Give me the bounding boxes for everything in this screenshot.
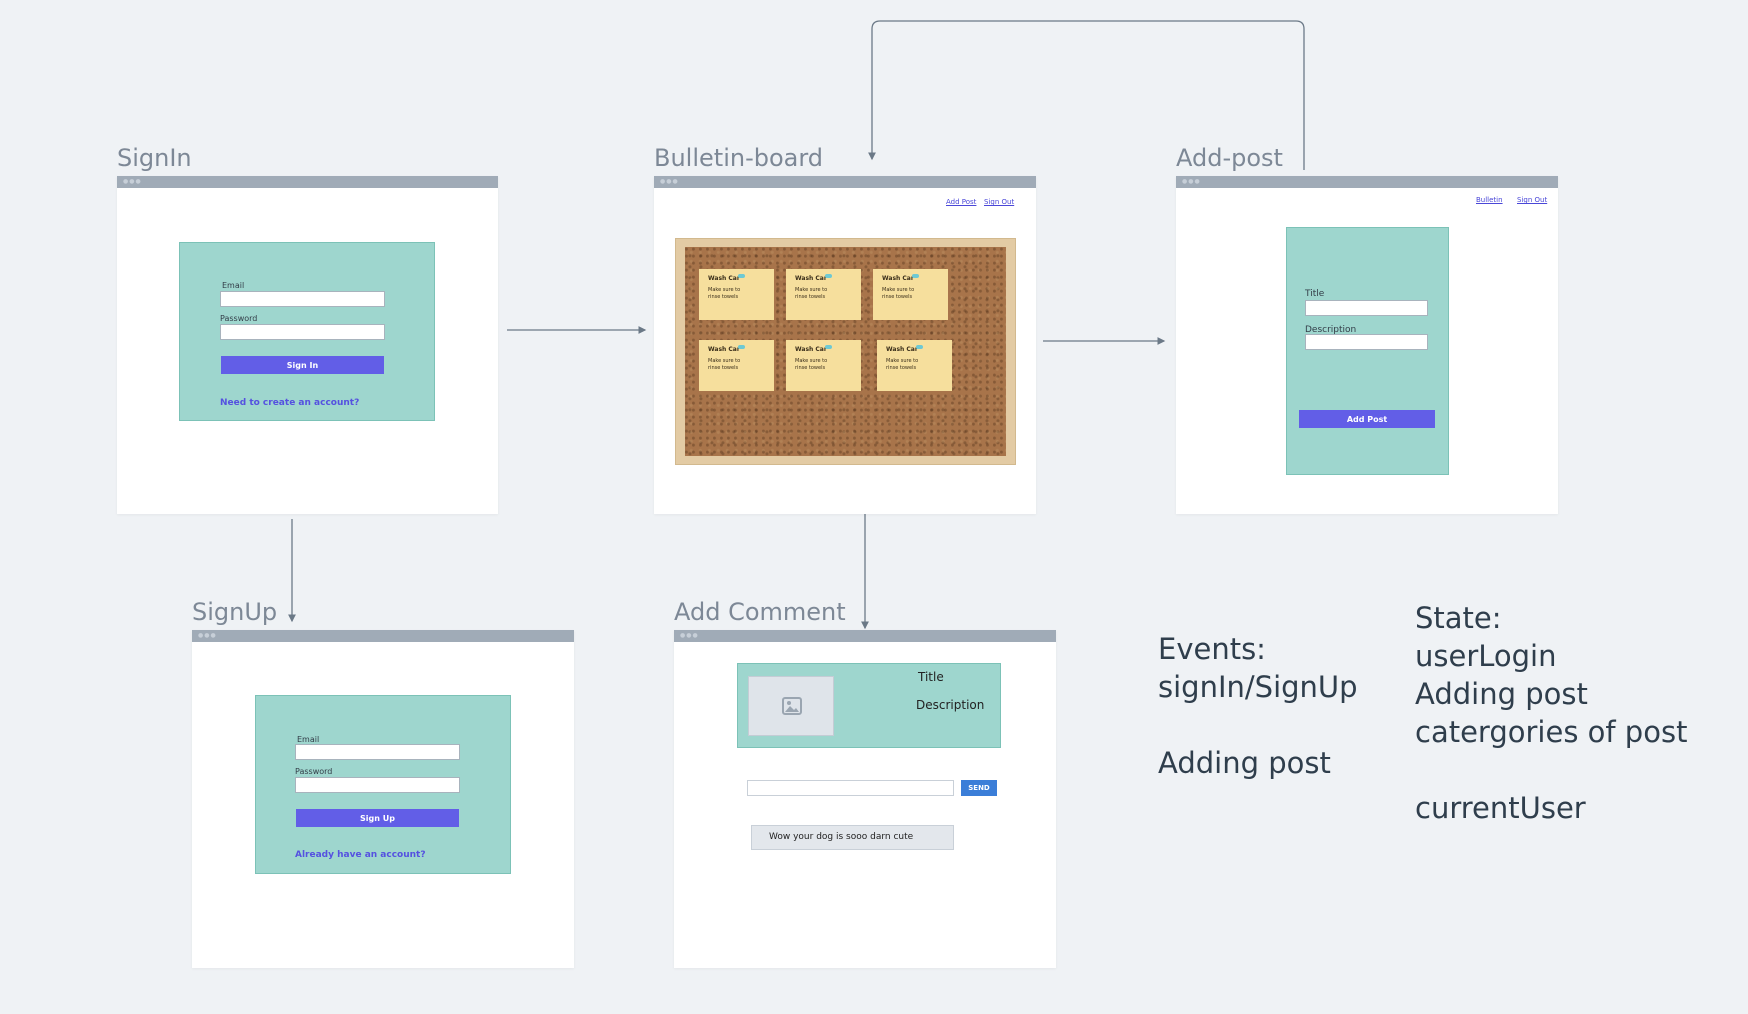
description-label: Description [1305, 325, 1357, 335]
email-label: Email [297, 735, 320, 744]
note-title: Wash Car [795, 275, 827, 282]
window-bar: ●●● [674, 630, 1056, 642]
note-title: Wash Car [882, 275, 914, 282]
nav-sign-out-link[interactable]: Sign Out [984, 198, 1015, 206]
arrow-addpost-to-bulletin [868, 20, 1305, 170]
note-body: Make sure to rinse towels [795, 287, 828, 300]
cork-surface: Wash Car Make sure to rinse towels Wash … [685, 247, 1006, 456]
pin-icon [738, 345, 745, 349]
pin-icon [825, 274, 832, 278]
pin-icon [912, 274, 919, 278]
description-field[interactable] [1305, 334, 1428, 350]
signup-button[interactable]: Sign Up [296, 809, 459, 827]
email-field[interactable] [295, 744, 460, 760]
note-title: Wash Car [708, 275, 740, 282]
state-note: State: userLogin Adding post catergories… [1415, 601, 1688, 825]
nav-bulletin-link[interactable]: Bulletin [1476, 196, 1503, 204]
password-label: Password [220, 314, 258, 323]
window-dots-icon: ●●● [198, 632, 217, 639]
sticky-note[interactable]: Wash Car Make sure to rinse towels [873, 269, 948, 320]
pin-icon [825, 345, 832, 349]
comment-item: Wow your dog is sooo darn cute [751, 825, 954, 850]
sticky-note[interactable]: Wash Car Make sure to rinse towels [699, 340, 774, 391]
note-title: Wash Car [708, 346, 740, 353]
note-body: Make sure to rinse towels [708, 358, 741, 371]
nav-sign-out-link[interactable]: Sign Out [1517, 196, 1548, 204]
window-dots-icon: ●●● [1182, 178, 1201, 185]
sticky-note[interactable]: Wash Car Make sure to rinse towels [877, 340, 952, 391]
frame-title-signup: SignUp [192, 598, 278, 626]
post-title: Title [918, 670, 944, 684]
image-placeholder [748, 676, 834, 736]
email-field[interactable] [220, 291, 385, 307]
frame-title-bulletin: Bulletin-board [654, 144, 824, 172]
frame-title-signin: SignIn [117, 144, 192, 172]
send-button[interactable]: SEND [961, 780, 997, 796]
signin-panel: Email Password Sign In Need to create an… [179, 242, 435, 421]
sticky-note[interactable]: Wash Car Make sure to rinse towels [786, 340, 861, 391]
note-title: Wash Car [795, 346, 827, 353]
signin-frame: ●●● Email Password Sign In Need to creat… [117, 176, 498, 514]
window-dots-icon: ●●● [660, 178, 679, 185]
post-description: Description [916, 698, 985, 712]
password-field[interactable] [220, 324, 385, 340]
window-dots-icon: ●●● [123, 178, 142, 185]
window-bar: ●●● [1176, 176, 1558, 188]
frame-title-add-comment: Add Comment [674, 598, 846, 626]
title-field[interactable] [1305, 300, 1428, 316]
add-post-panel: Title Description Add Post [1286, 227, 1449, 475]
email-label: Email [222, 281, 245, 290]
title-label: Title [1305, 289, 1325, 299]
password-field[interactable] [295, 777, 460, 793]
post-card: Title Description [737, 663, 1001, 748]
note-body: Make sure to rinse towels [886, 358, 919, 371]
pin-icon [916, 345, 923, 349]
window-bar: ●●● [654, 176, 1036, 188]
note-title: Wash Car [886, 346, 918, 353]
add-post-frame: ●●● Bulletin Sign Out Title Description … [1176, 176, 1558, 514]
add-post-button[interactable]: Add Post [1299, 410, 1435, 428]
sticky-note[interactable]: Wash Car Make sure to rinse towels [786, 269, 861, 320]
signin-button[interactable]: Sign In [221, 356, 384, 374]
note-body: Make sure to rinse towels [795, 358, 828, 371]
events-note: Events: signIn/SignUp Adding post [1158, 632, 1358, 780]
window-dots-icon: ●●● [680, 632, 699, 639]
password-label: Password [295, 767, 333, 776]
add-comment-frame: ●●● Title Description SEND Wow your dog … [674, 630, 1056, 968]
nav-add-post-link[interactable]: Add Post [946, 198, 977, 206]
comment-input[interactable] [747, 780, 954, 796]
cork-board: Wash Car Make sure to rinse towels Wash … [675, 238, 1016, 465]
window-bar: ●●● [192, 630, 574, 642]
window-bar: ●●● [117, 176, 498, 188]
signup-frame: ●●● Email Password Sign Up Already have … [192, 630, 574, 968]
create-account-link[interactable]: Need to create an account? [220, 398, 360, 408]
note-body: Make sure to rinse towels [882, 287, 915, 300]
frame-title-add-post: Add-post [1176, 144, 1283, 172]
pin-icon [738, 274, 745, 278]
already-have-account-link[interactable]: Already have an account? [295, 850, 426, 860]
signup-panel: Email Password Sign Up Already have an a… [255, 695, 511, 874]
note-body: Make sure to rinse towels [708, 287, 741, 300]
sticky-note[interactable]: Wash Car Make sure to rinse towels [699, 269, 774, 320]
image-icon [782, 697, 802, 715]
